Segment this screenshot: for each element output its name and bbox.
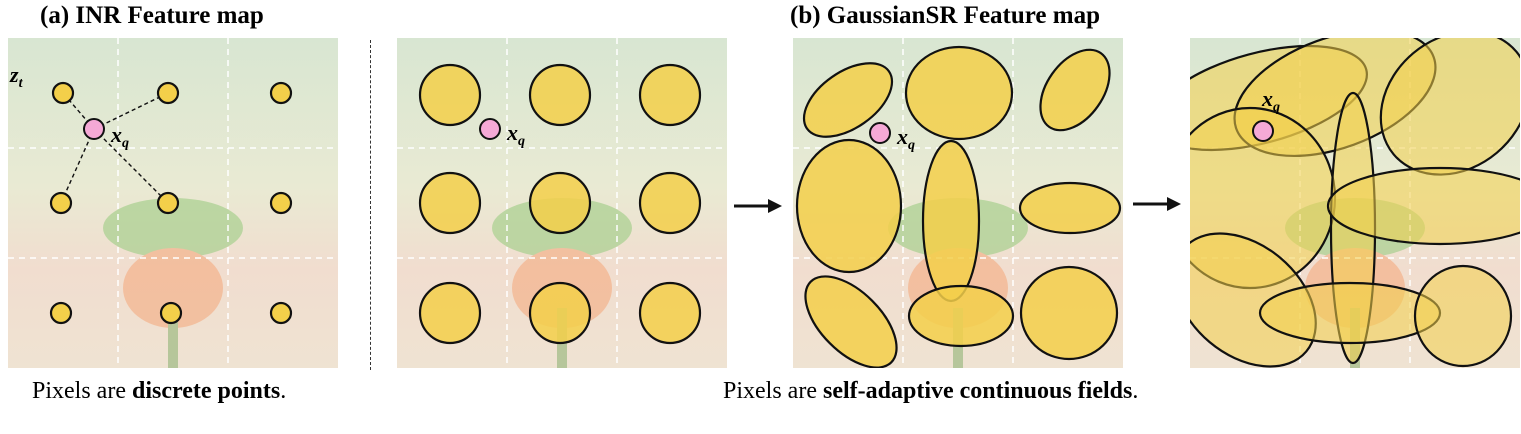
- gaussian-init-svg: xq: [397, 38, 727, 368]
- gaussiansr-title: (b) GaussianSR Feature map: [790, 2, 1100, 29]
- gaussian-adapted-svg: xq: [793, 38, 1123, 368]
- inr-feature-map-svg: xq zt: [8, 38, 338, 368]
- gaussian-init-panel: xq: [397, 38, 727, 368]
- gaussian-zoomed-panel: xq: [1190, 38, 1520, 368]
- latent-label: zt: [9, 62, 24, 91]
- gaussian-zoomed-svg: xq: [1190, 38, 1520, 368]
- gaussian-circles: [418, 63, 702, 345]
- gaussian-ellipses-zoomed: [1190, 38, 1520, 368]
- query-label: xq: [506, 120, 525, 149]
- query-point: [83, 118, 105, 140]
- query-label: xq: [896, 124, 915, 153]
- gaussian-ellipses: [795, 45, 1122, 368]
- query-label: xq: [1261, 86, 1280, 115]
- section-divider: [370, 40, 371, 370]
- query-point: [1252, 120, 1274, 142]
- right-arrow-icon: [1133, 197, 1181, 211]
- grid-lines: [397, 38, 727, 368]
- grid-lines: [8, 38, 338, 368]
- query-point: [869, 122, 891, 144]
- query-label: xq: [110, 122, 129, 151]
- inr-feature-map-panel: xq zt: [8, 38, 338, 368]
- gaussiansr-caption: Pixels are self-adaptive continuous fiel…: [723, 378, 1139, 404]
- flower-motif: [103, 198, 243, 368]
- query-point: [479, 118, 501, 140]
- gaussian-adapted-panel: xq: [793, 38, 1123, 368]
- inr-title: (a) INR Feature map: [40, 2, 264, 29]
- right-arrow-icon: [734, 199, 782, 213]
- latent-points: [49, 81, 293, 325]
- inr-caption: Pixels are discrete points.: [32, 378, 287, 404]
